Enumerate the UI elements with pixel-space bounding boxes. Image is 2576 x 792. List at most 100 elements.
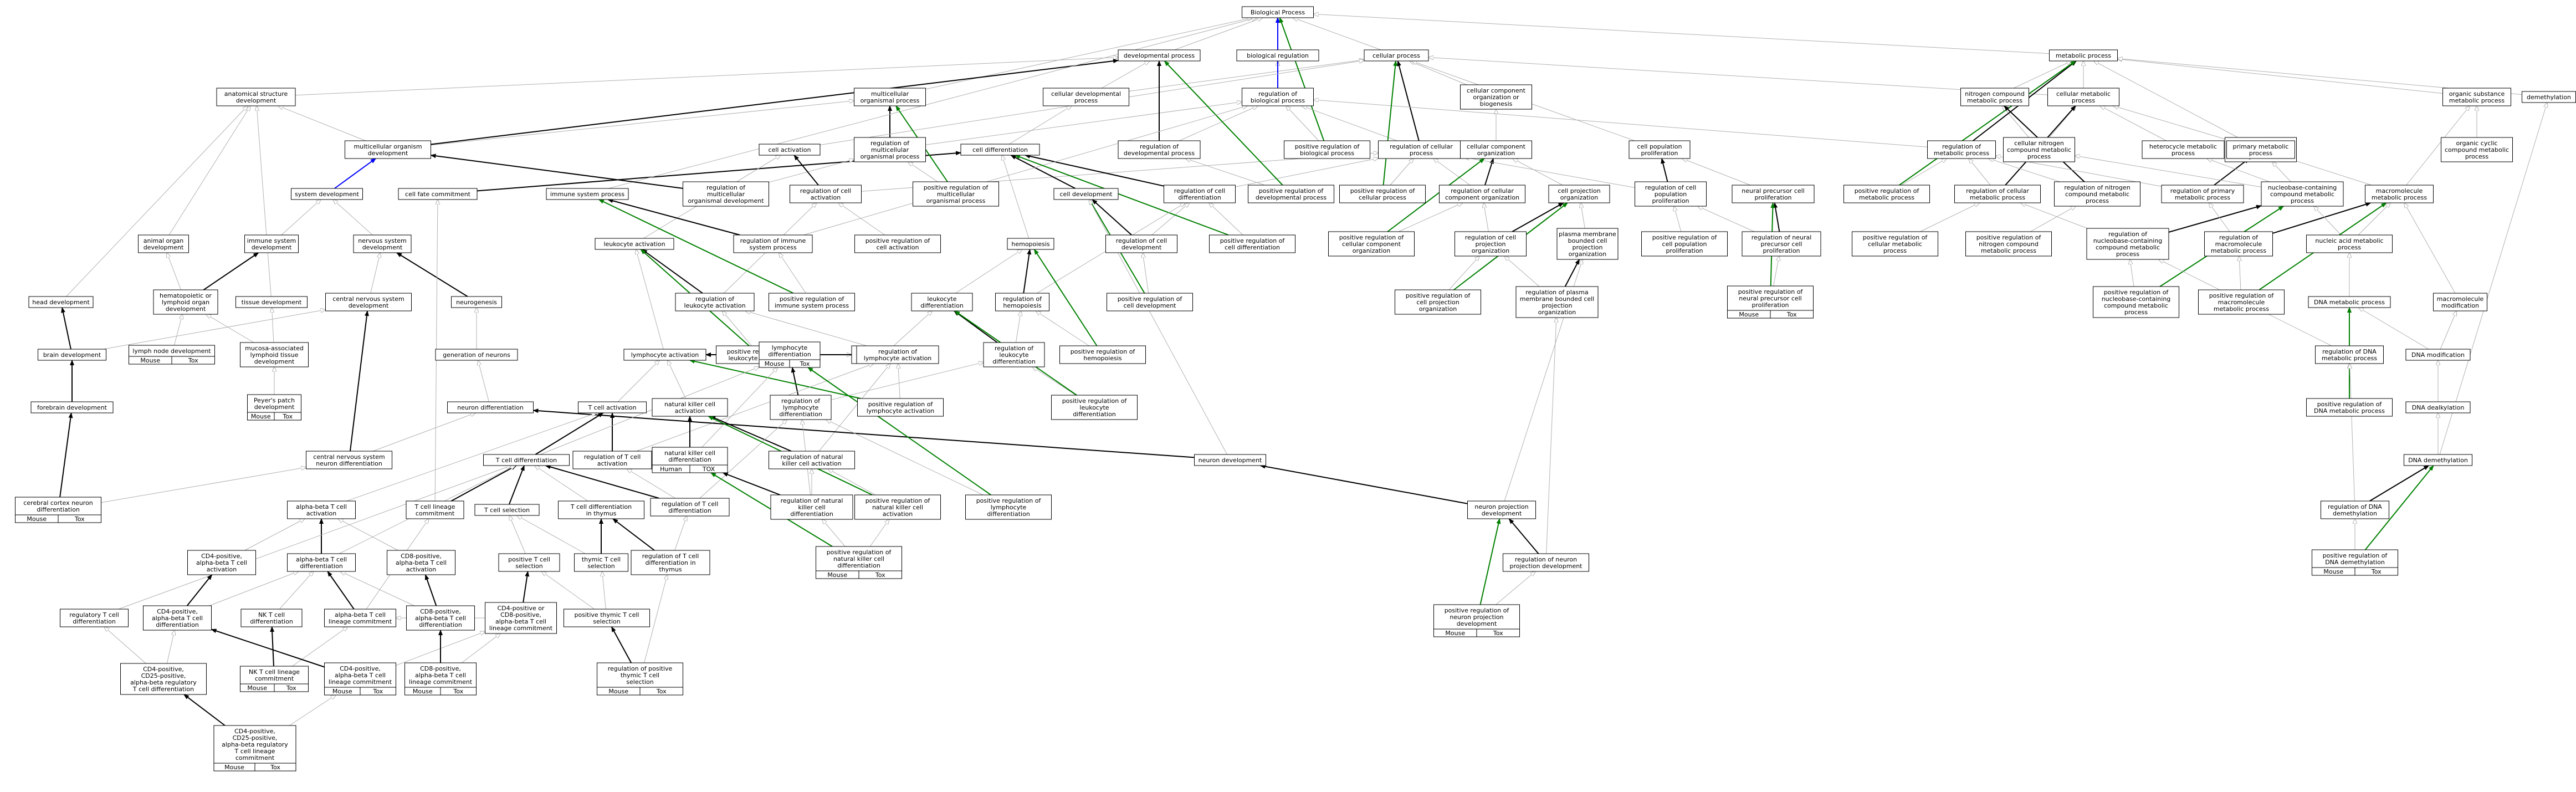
go-term-lymphact[interactable]: lymphocyte activation	[623, 349, 706, 361]
go-term-bioreg[interactable]: biological regulation	[1236, 49, 1319, 62]
go-term-immsys[interactable]: immune system process	[546, 188, 629, 200]
go-term-cellp[interactable]: cellular process	[1364, 49, 1429, 62]
go-term-forebrain[interactable]: forebrain development	[30, 401, 114, 413]
go-term-tissuedev[interactable]: tissue development	[235, 296, 308, 308]
go-term-dnamet[interactable]: DNA metabolic process	[2308, 296, 2391, 308]
go-term-tcellsel[interactable]: T cell selection	[474, 504, 540, 516]
go-term-hemo[interactable]: hemopoiesis	[1007, 238, 1054, 250]
go-term-tcellact[interactable]: T cell activation	[578, 401, 647, 413]
go-term-headdev[interactable]: head development	[28, 296, 94, 308]
go-term-cd4cd25[interactable]: CD4-positive,CD25-positive,alpha-beta re…	[120, 663, 207, 695]
go-term-braindev[interactable]: brain development	[38, 349, 106, 361]
go-term-celldev[interactable]: cell development	[1053, 188, 1119, 200]
go-term-cellact[interactable]: cell activation	[759, 144, 821, 156]
go-term-neurondiff[interactable]: neuron differentiation	[447, 401, 534, 413]
go-term-sysdev[interactable]: system development	[291, 188, 363, 200]
go-term-neurondev[interactable]: neuron development	[1194, 454, 1266, 466]
go-term-neurogen[interactable]: neurogenesis	[451, 296, 502, 308]
go-term-cd4cd25commit[interactable]: CD4-positive,CD25-positive,alpha-beta re…	[213, 725, 296, 771]
